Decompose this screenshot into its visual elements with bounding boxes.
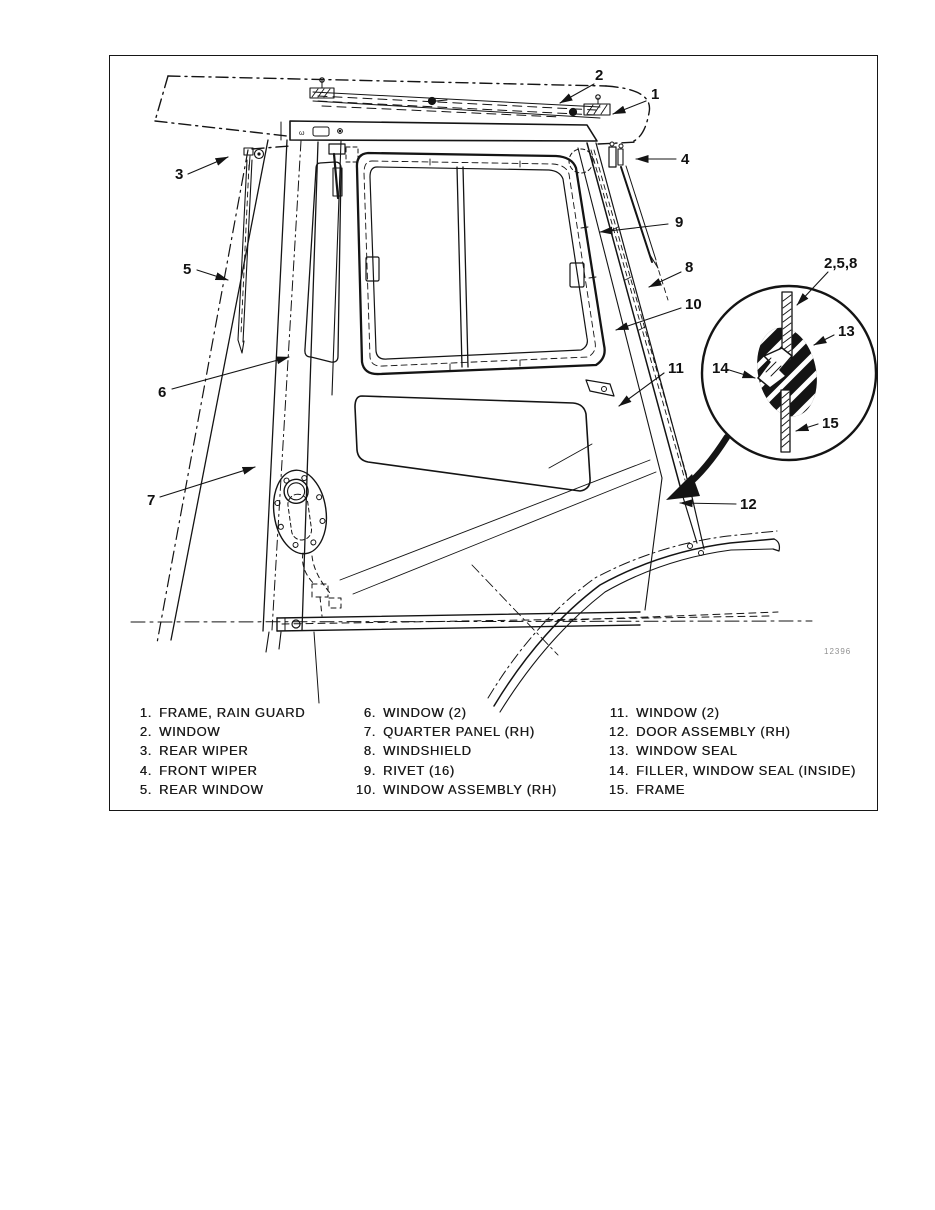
legend-column-3: 11. WINDOW (2) 12. DOOR ASSEMBLY (RH) 13. W… bbox=[596, 703, 856, 799]
legend-item-label: WINDOW (2) bbox=[383, 705, 467, 720]
legend-item-label: DOOR ASSEMBLY (RH) bbox=[636, 724, 791, 740]
legend-item-number: 3. bbox=[139, 743, 152, 759]
legend-item: 12. DOOR ASSEMBLY (RH) bbox=[596, 722, 856, 741]
legend-item-label: FRAME, RAIN GUARD bbox=[159, 705, 306, 720]
parts-legend: 1. FRAME, RAIN GUARD 2. WINDOW 3. REAR WIPE… bbox=[0, 703, 935, 803]
latch-flange bbox=[268, 467, 331, 557]
callout-6: 6 bbox=[158, 384, 166, 401]
fender bbox=[488, 531, 779, 712]
legend-item: 3. REAR WIPER bbox=[128, 741, 305, 760]
legend-column-2: 6. WINDOW (2) 7. QUARTER PANEL (RH) 8. WIND… bbox=[344, 703, 557, 799]
callout-14: 14 bbox=[712, 360, 729, 377]
legend-item-label: WINDOW ASSEMBLY (RH) bbox=[383, 781, 557, 797]
header-glyph: ω bbox=[299, 130, 305, 137]
legend-item-label: REAR WIPER bbox=[159, 743, 249, 759]
callout-13: 13 bbox=[838, 323, 855, 340]
rain-guard-window bbox=[310, 78, 610, 118]
main-window-assembly bbox=[357, 153, 614, 396]
callout-12: 12 bbox=[740, 496, 757, 513]
callout-1: 1 bbox=[651, 86, 659, 103]
callout-numbers: 1 2 3 4 5 6 7 8 9 10 11 12 2,5,8 13 14 1… bbox=[147, 67, 857, 513]
legend-item-label: WINDOW bbox=[159, 724, 221, 740]
legend-item-label: WINDOW (2) bbox=[636, 705, 720, 720]
callout-2-5-8: 2,5,8 bbox=[824, 255, 857, 272]
legend-item-number: 10. bbox=[355, 781, 376, 797]
figure-border bbox=[109, 55, 878, 811]
callout-15: 15 bbox=[822, 415, 839, 432]
legend-item-label: FILLER, WINDOW SEAL (INSIDE) bbox=[636, 762, 856, 778]
front-wiper bbox=[609, 142, 668, 300]
ground-line bbox=[131, 621, 812, 622]
frame-strip bbox=[781, 390, 790, 452]
filler-clip bbox=[758, 348, 792, 388]
callout-11: 11 bbox=[668, 360, 684, 377]
legend-item: 5. REAR WINDOW bbox=[128, 780, 305, 799]
callout-10: 10 bbox=[685, 296, 702, 313]
lower-window bbox=[355, 396, 592, 491]
legend-item-number: 5. bbox=[139, 781, 152, 797]
legend-item-label: WINDSHIELD bbox=[383, 743, 472, 759]
latch-linkage bbox=[303, 553, 342, 616]
legend-item-label: QUARTER PANEL (RH) bbox=[383, 724, 535, 740]
legend-item-number: 4. bbox=[139, 762, 152, 778]
detail-swoosh-arrowhead bbox=[666, 474, 700, 500]
legend-item: 4. FRONT WIPER bbox=[128, 761, 305, 780]
legend-item-label: WINDOW SEAL bbox=[636, 743, 738, 759]
legend-item-number: 1. bbox=[139, 705, 152, 720]
legend-item-number: 14. bbox=[608, 762, 629, 778]
legend-column-1: 1. FRAME, RAIN GUARD 2. WINDOW 3. REAR WIPE… bbox=[128, 703, 305, 799]
door-header-bar: ω bbox=[281, 121, 597, 141]
legend-item-label: RIVET (16) bbox=[383, 762, 455, 778]
callout-8: 8 bbox=[685, 259, 693, 276]
figure-number: 12396 bbox=[824, 647, 852, 656]
legend-item: 9. RIVET (16) bbox=[344, 761, 557, 780]
legend-item-number: 8. bbox=[363, 743, 376, 759]
narrow-window bbox=[305, 162, 341, 362]
legend-item-number: 2. bbox=[139, 724, 152, 740]
legend-item: 11. WINDOW (2) bbox=[596, 703, 856, 722]
callout-9: 9 bbox=[675, 214, 683, 231]
legend-item: 1. FRAME, RAIN GUARD bbox=[128, 703, 305, 722]
legend-item: 13. WINDOW SEAL bbox=[596, 741, 856, 760]
callout-2: 2 bbox=[595, 67, 603, 84]
legend-item: 7. QUARTER PANEL (RH) bbox=[344, 722, 557, 741]
legend-item-number: 13. bbox=[608, 743, 629, 759]
legend-item-number: 11. bbox=[609, 705, 629, 720]
roof-outline bbox=[155, 76, 650, 149]
legend-item-label: FRONT WIPER bbox=[159, 762, 258, 778]
legend-item-number: 6. bbox=[363, 705, 376, 720]
door-sill bbox=[266, 460, 778, 703]
legend-item-label: REAR WINDOW bbox=[159, 781, 264, 797]
callout-3: 3 bbox=[175, 166, 183, 183]
callout-leaders bbox=[160, 84, 834, 508]
legend-item-number: 9. bbox=[363, 762, 376, 778]
legend-item: 6. WINDOW (2) bbox=[344, 703, 557, 722]
door-left-stile bbox=[302, 141, 358, 630]
glass-strip bbox=[782, 292, 792, 358]
legend-item: 8. WINDSHIELD bbox=[344, 741, 557, 760]
legend-item-label: FRAME bbox=[636, 781, 685, 797]
detail-inset bbox=[666, 286, 876, 500]
callout-7: 7 bbox=[147, 492, 155, 509]
legend-item-number: 7. bbox=[363, 724, 376, 740]
callout-4: 4 bbox=[681, 151, 690, 168]
legend-item: 14. FILLER, WINDOW SEAL (INSIDE) bbox=[596, 761, 856, 780]
legend-item: 15. FRAME bbox=[596, 780, 856, 799]
legend-item-number: 15. bbox=[608, 781, 629, 797]
legend-item-number: 12. bbox=[608, 724, 629, 740]
rear-window bbox=[238, 160, 252, 353]
legend-item: 10. WINDOW ASSEMBLY (RH) bbox=[344, 780, 557, 799]
rear-wall bbox=[157, 140, 301, 643]
legend-item: 2. WINDOW bbox=[128, 722, 305, 741]
callout-5: 5 bbox=[183, 261, 191, 278]
